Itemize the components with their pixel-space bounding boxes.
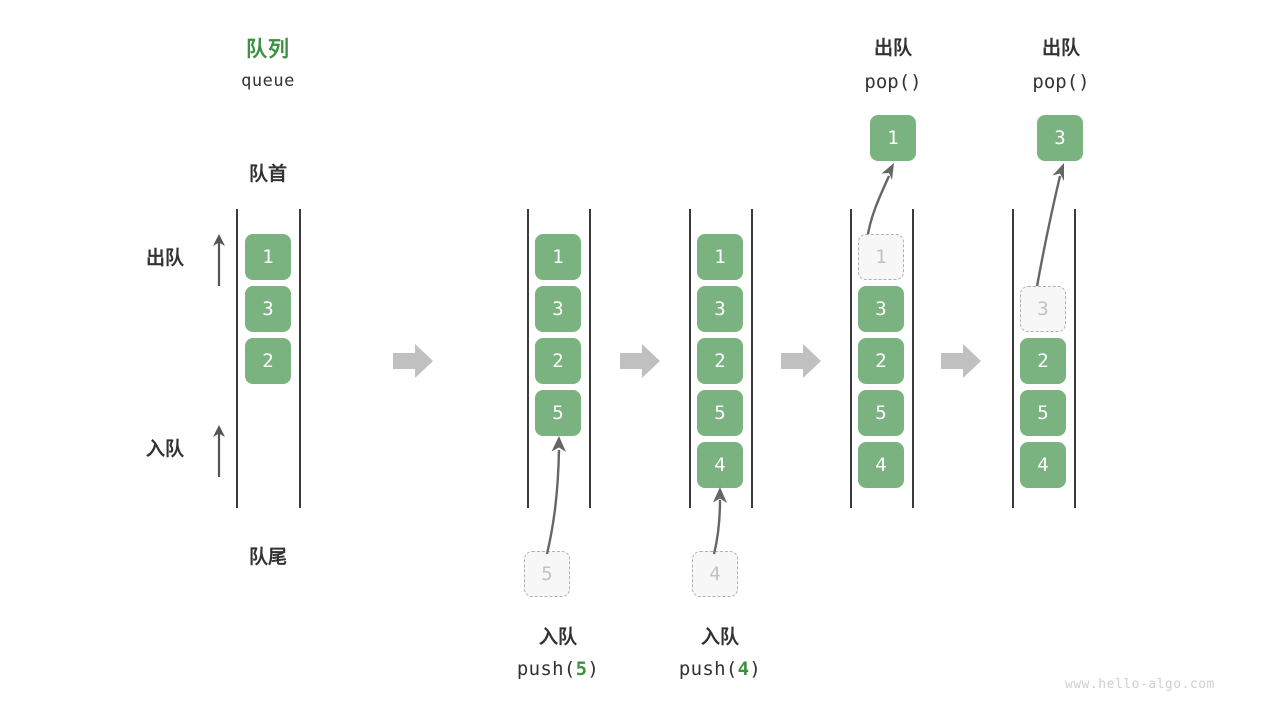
stage4-pop-arrow-icon [865, 163, 894, 241]
stage5-block-2: 4 [1020, 442, 1066, 488]
stage2-push-arrow-icon [545, 436, 566, 555]
stage5-header-cn: 出队 [1041, 38, 1080, 59]
stage4-rail-left [850, 209, 852, 508]
stage2-code-arg: 5 [575, 658, 588, 680]
stage2-block-0: 1 [535, 234, 581, 280]
stage4-block-2: 5 [858, 390, 904, 436]
page-title-en: queue [241, 71, 295, 91]
watermark: www.hello-algo.com [1065, 677, 1215, 692]
transition-arrow-2-icon [620, 344, 660, 378]
queue-tail-label: 队尾 [248, 547, 287, 568]
stage2-block-3: 5 [535, 390, 581, 436]
stage2-rail-right [589, 209, 591, 508]
dequeue-up-arrow-icon [213, 234, 225, 286]
stage2-block-2: 2 [535, 338, 581, 384]
stage5-block-1: 5 [1020, 390, 1066, 436]
transition-arrow-4-icon [941, 344, 981, 378]
stage1-block-2: 2 [245, 338, 291, 384]
enqueue-up-arrow-icon [213, 425, 225, 477]
stage4-header-code: pop() [864, 71, 922, 93]
stage3-caption-code: push(4) [640, 658, 800, 680]
stage4-block-3: 4 [858, 442, 904, 488]
stage3-rail-left [689, 209, 691, 508]
stage3-code-prefix: push( [678, 658, 738, 680]
transition-arrow-1-icon [393, 344, 433, 378]
stage3-block-2: 2 [697, 338, 743, 384]
stage5-rail-left [1012, 209, 1014, 508]
stage3-block-0: 1 [697, 234, 743, 280]
stage4-block-0: 3 [858, 286, 904, 332]
stage4-header-cn: 出队 [873, 38, 912, 59]
queue-head-label: 队首 [248, 164, 287, 185]
stage3-code-arg: 4 [737, 658, 750, 680]
stage2-rail-left [527, 209, 529, 508]
stage3-caption-cn: 入队 [700, 627, 739, 648]
stage5-block-0: 2 [1020, 338, 1066, 384]
stage2-incoming-ghost-block: 5 [524, 551, 570, 597]
stage2-caption-code: push(5) [478, 658, 638, 680]
stage2-block-1: 3 [535, 286, 581, 332]
stage5-header-code: pop() [1032, 71, 1090, 93]
stage1-block-0: 1 [245, 234, 291, 280]
dequeue-label: 出队 [145, 248, 184, 269]
stage1-rail-left [236, 209, 238, 508]
stage3-push-arrow-icon [712, 487, 727, 555]
stage4-block-1: 2 [858, 338, 904, 384]
stage3-incoming-ghost-block: 4 [692, 551, 738, 597]
stage2-code-suffix: ) [587, 658, 600, 680]
stage3-block-1: 3 [697, 286, 743, 332]
stage5-pop-arrow-icon [1034, 163, 1064, 293]
stage3-block-4: 4 [697, 442, 743, 488]
stage1-block-1: 3 [245, 286, 291, 332]
stage4-ghost-block: 1 [858, 234, 904, 280]
stage4-rail-right [912, 209, 914, 508]
stage4-popped-block: 1 [870, 115, 916, 161]
stage3-rail-right [751, 209, 753, 508]
stage5-rail-right [1074, 209, 1076, 508]
stage2-code-prefix: push( [516, 658, 576, 680]
page-title-cn: 队列 [246, 38, 290, 61]
stage3-code-suffix: ) [749, 658, 762, 680]
stage2-caption-cn: 入队 [538, 627, 577, 648]
transition-arrow-3-icon [781, 344, 821, 378]
stage3-block-3: 5 [697, 390, 743, 436]
stage1-rail-right [299, 209, 301, 508]
enqueue-label: 入队 [145, 439, 184, 460]
stage5-ghost-block: 3 [1020, 286, 1066, 332]
stage5-popped-block: 3 [1037, 115, 1083, 161]
